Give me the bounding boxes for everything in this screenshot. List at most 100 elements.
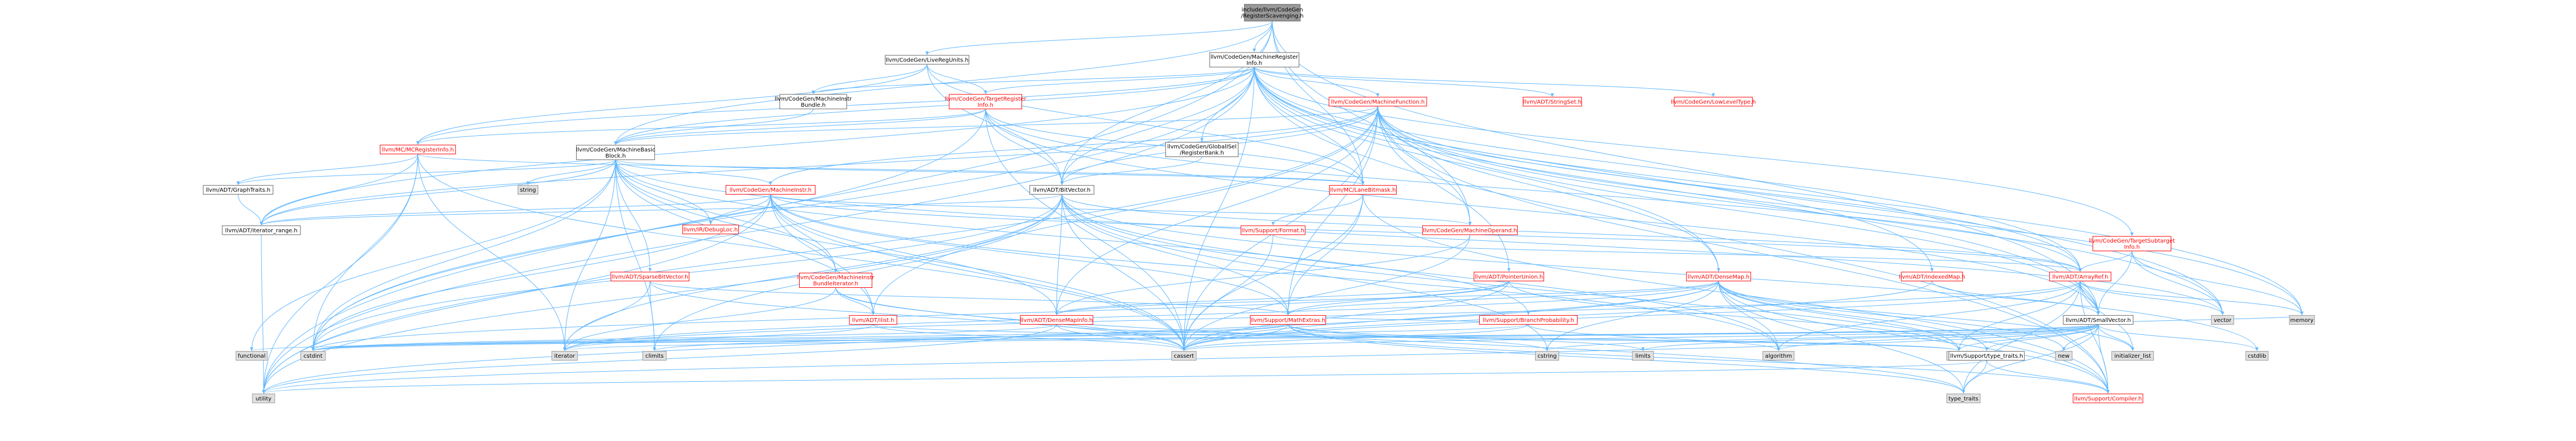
node-label: llvm/CodeGen/MachineInstr (775, 96, 852, 102)
node-label: cstring (1537, 353, 1556, 359)
edge-layer (236, 21, 2304, 394)
node-me[interactable]: llvm/Support/MathExtras.h (1250, 315, 1326, 325)
node-label: string (520, 187, 536, 193)
node-label: llvm/ADT/SmallVector.h (2066, 317, 2131, 324)
edge-lru-to-lbm (926, 64, 1365, 185)
node-string: string (517, 185, 538, 195)
node-ss[interactable]: llvm/ADT/StringSet.h (1522, 97, 1582, 107)
edge-mri-to-im (1254, 67, 1934, 272)
node-box (2092, 236, 2172, 252)
edge-bv-to-me (1062, 194, 1290, 315)
node-label: llvm/ADT/StringSet.h (1523, 99, 1581, 105)
edge-dm-to-iterator (563, 281, 1719, 351)
edge-mri-to-ar (1254, 67, 2082, 272)
edge-bv-to-algorithm (1062, 194, 1780, 351)
node-mf[interactable]: llvm/CodeGen/MachineFunction.h (1328, 97, 1427, 107)
node-box (576, 145, 655, 160)
edge-mcri-to-cassert (417, 154, 1186, 351)
node-sv[interactable]: llvm/ADT/SmallVector.h (2063, 315, 2134, 325)
edge-mo-to-cassert (1182, 234, 1470, 351)
node-mcri[interactable]: llvm/MC/MCRegisterInfo.h (380, 144, 456, 154)
node-box (1674, 97, 1753, 107)
node-box (1165, 141, 1239, 157)
node-dl[interactable]: llvm/IR/DebugLoc.h (682, 225, 739, 235)
node-memory: memory (2289, 315, 2315, 325)
node-stt[interactable]: llvm/Support/type_traits.h (1948, 351, 2025, 361)
node-label: Bundle.h (801, 102, 825, 108)
node-label: llvm/CodeGen/LowLevelType.h (1671, 99, 1756, 105)
node-box (1632, 351, 1654, 361)
node-box (725, 185, 816, 195)
edge-mi-to-dl (709, 194, 771, 225)
node-box (517, 185, 538, 195)
node-box (1329, 185, 1397, 195)
node-fmt[interactable]: llvm/Support/Format.h (1240, 225, 1306, 235)
edge-dm-to-dmi (1055, 281, 1719, 315)
node-mibi[interactable]: llvm/CodeGen/MachineInstrBundleIterator.… (797, 272, 875, 288)
node-new: new (2055, 351, 2073, 361)
edge-dm-to-algorithm (1718, 281, 1780, 351)
node-box (1686, 272, 1751, 282)
node-limits: limits (1632, 351, 1654, 361)
edge-bv-to-comp (1062, 194, 2110, 393)
node-box (610, 272, 690, 282)
node-vector: vector (2211, 315, 2234, 325)
edge-mcri-to-ir (260, 154, 418, 225)
node-ar[interactable]: llvm/ADT/ArrayRef.h (2049, 272, 2111, 282)
node-label: llvm/CodeGen/TargetSubtarget (2089, 238, 2175, 244)
node-box (2055, 351, 2073, 361)
node-sbv[interactable]: llvm/ADT/SparseBitVector.h (610, 272, 690, 282)
node-gt[interactable]: llvm/ADT/GraphTraits.h (203, 185, 274, 195)
edge-mri-to-bv (1060, 67, 1255, 185)
node-lbm[interactable]: llvm/MC/LaneBitmask.h (1329, 185, 1397, 195)
node-label: functional (238, 353, 266, 359)
edge-im-to-sv (1932, 281, 2100, 315)
edge-mi-to-me (770, 194, 1290, 315)
node-ilist[interactable]: llvm/ADT/ilist.h (849, 315, 897, 325)
edge-mbb-to-ilist (615, 159, 875, 315)
edge-tri-to-ar (985, 108, 2082, 272)
node-box (1328, 97, 1427, 107)
edge-ilist-to-iterator (563, 324, 874, 351)
node-dmi[interactable]: llvm/ADT/DenseMapInfo.h (1020, 315, 1093, 325)
node-comp[interactable]: llvm/Support/Compiler.h (2072, 393, 2143, 404)
node-mo[interactable]: llvm/CodeGen/MachineOperand.h (1422, 225, 1518, 235)
node-box (642, 351, 667, 361)
edge-mri-to-cassert (1182, 67, 1255, 351)
node-mi[interactable]: llvm/CodeGen/MachineInstr.h (725, 185, 816, 195)
node-grb[interactable]: llvm/CodeGen/GlobalISel/RegisterBank.h (1165, 141, 1239, 157)
node-im[interactable]: llvm/ADT/IndexedMap.h (1899, 272, 1965, 282)
node-label: llvm/ADT/iterator_range.h (225, 227, 297, 234)
edge-bv-to-cassert (1062, 194, 1186, 351)
edge-mri-to-sv (1254, 67, 2100, 315)
edge-ilist-to-cassert (873, 324, 1186, 351)
edge-mbb-to-mi (615, 159, 772, 185)
edge-mri-to-mib (811, 67, 1255, 94)
node-box (1762, 351, 1795, 361)
node-dm[interactable]: llvm/ADT/DenseMap.h (1686, 272, 1751, 282)
node-label: llvm/Support/Compiler.h (2074, 396, 2142, 402)
node-label: include/llvm/CodeGen (1241, 7, 1303, 13)
node-label: llvm/MC/LaneBitmask.h (1330, 187, 1396, 193)
node-ir[interactable]: llvm/ADT/iterator_range.h (222, 225, 301, 235)
node-bp[interactable]: llvm/Support/BranchProbability.h (1479, 315, 1578, 325)
edge-me-to-cstring (1288, 324, 1549, 351)
node-bv[interactable]: llvm/ADT/BitVector.h (1029, 185, 1095, 195)
edge-sv-to-new (2062, 324, 2099, 351)
edge-dm-to-me (1286, 281, 1719, 315)
node-llt[interactable]: llvm/CodeGen/LowLevelType.h (1671, 97, 1756, 107)
edge-root-to-lru (925, 21, 1273, 55)
edge-mi-to-mibi (770, 194, 838, 273)
node-lru[interactable]: llvm/CodeGen/LiveRegUnits.h (885, 55, 969, 65)
edge-grb-to-bv (1060, 157, 1202, 185)
edge-ar-to-tt (1962, 281, 2081, 393)
edge-mbb-to-cstdint (311, 159, 616, 351)
node-label: BundleIterator.h (813, 281, 858, 287)
node-box (1020, 315, 1093, 325)
node-pu[interactable]: llvm/ADT/PointerUnion.h (1474, 272, 1545, 282)
